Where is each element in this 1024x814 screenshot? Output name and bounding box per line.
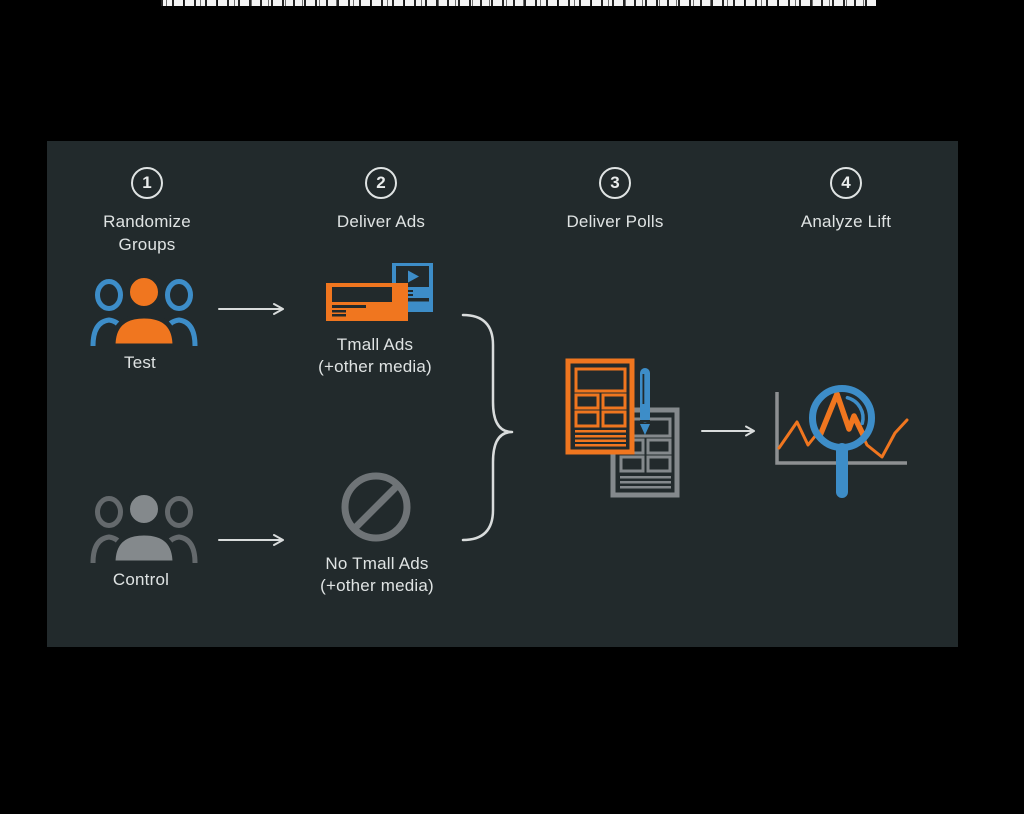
control-label: Control (112, 570, 170, 589)
polls-forms-icon (565, 358, 680, 498)
step-4-title: Analyze Lift (800, 212, 892, 231)
test-label: Test (124, 353, 156, 372)
step-1: 1 Randomize Groups (57, 167, 237, 256)
step-4: 4 Analyze Lift (756, 167, 936, 233)
polls-to-analysis-arrow-icon (701, 425, 755, 437)
no-tmall-ads-caption: No Tmall Ads (+other media) (320, 554, 434, 595)
control-audience-icon (90, 490, 198, 566)
diagram-panel: 1 Randomize Groups 2 Deliver Ads 3 Deliv… (47, 141, 958, 647)
step-2: 2 Deliver Ads (291, 167, 471, 233)
test-to-ads-arrow-icon (218, 303, 284, 315)
step-1-title: Randomize Groups (103, 212, 191, 254)
step-2-title: Deliver Ads (336, 212, 426, 231)
step-3-number-badge: 3 (599, 167, 631, 199)
tmall-ads-icon (326, 263, 433, 321)
top-edge-artifact-strip (161, 0, 876, 6)
step-4-number-badge: 4 (830, 167, 862, 199)
step-3: 3 Deliver Polls (525, 167, 705, 233)
control-to-noads-arrow-icon (218, 534, 284, 546)
pen-icon (640, 368, 650, 435)
analyze-chart-icon (775, 385, 909, 498)
tmall-ads-caption: Tmall Ads (+other media) (318, 335, 432, 376)
no-ads-icon (341, 472, 411, 542)
test-audience-icon (90, 273, 198, 349)
step-1-number-badge: 1 (131, 167, 163, 199)
step-3-title: Deliver Polls (566, 212, 664, 231)
step-2-number-badge: 2 (365, 167, 397, 199)
combine-brace-icon (461, 313, 514, 542)
